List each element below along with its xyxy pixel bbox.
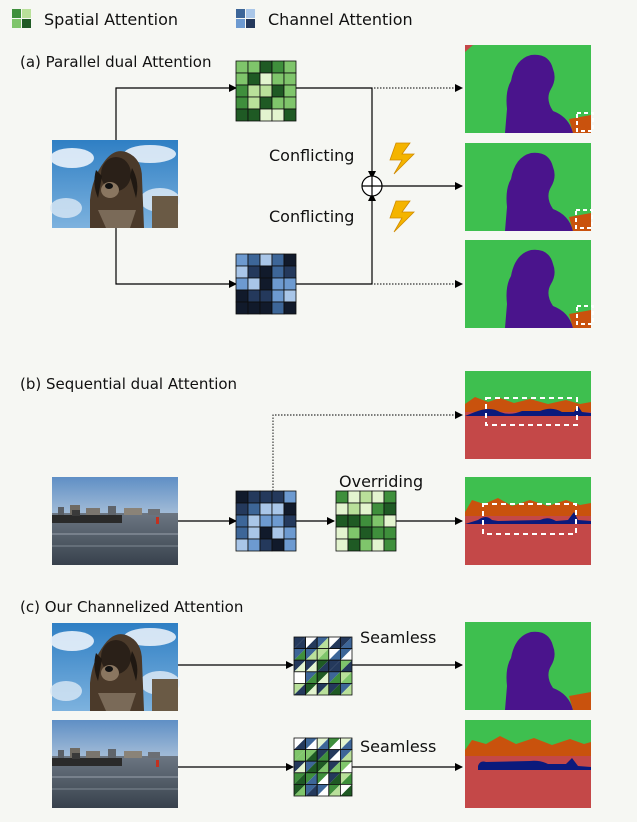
conflicting-label-bottom: Conflicting <box>269 207 354 226</box>
dog-input-photo-c <box>50 623 180 711</box>
section-b: (b) Sequential dual Attention Overriding <box>20 371 591 565</box>
harbor-input-photo-c <box>52 720 178 808</box>
lightning-icon-bottom <box>389 200 415 233</box>
seg-output-spatial <box>465 45 594 133</box>
seamless-label-bottom: Seamless <box>360 737 436 756</box>
seg-output-channel <box>465 240 594 328</box>
arrow-to-channel <box>115 228 237 288</box>
spatial-attention-grid <box>335 490 397 552</box>
channel-attention-grid <box>235 490 297 552</box>
spatial-legend-icon <box>12 9 31 28</box>
legend: Spatial Attention Channel Attention <box>12 9 413 29</box>
seg-output-channel-b <box>465 371 591 459</box>
section-b-title: (b) Sequential dual Attention <box>20 375 237 393</box>
lightning-icon-top <box>389 142 415 175</box>
channel-legend-icon <box>236 9 255 28</box>
spatial-legend-label: Spatial Attention <box>44 10 178 29</box>
seamless-label-top: Seamless <box>360 628 436 647</box>
section-c-title: (c) Our Channelized Attention <box>20 598 243 616</box>
overriding-label: Overriding <box>339 472 423 491</box>
seg-output-channelized-harbor <box>465 720 591 808</box>
channelized-attention-grid <box>293 636 353 696</box>
section-a-title: (a) Parallel dual Attention <box>20 53 211 71</box>
spatial-attention-grid <box>235 60 297 122</box>
harbor-input-photo <box>52 477 178 565</box>
arrow-to-spatial <box>115 84 237 140</box>
section-c: (c) Our Channelized Attention Seamless S… <box>20 598 591 808</box>
channel-legend-label: Channel Attention <box>268 10 413 29</box>
sum-operator-icon <box>361 175 383 197</box>
seg-output-parallel <box>465 143 593 231</box>
dotted-arrow-channel-output-b <box>272 411 463 491</box>
seg-output-channelized-dog <box>465 622 591 710</box>
dog-input-photo <box>50 140 180 228</box>
seg-output-sequential <box>465 477 591 565</box>
channelized-attention-grid <box>293 737 353 797</box>
conflicting-label-top: Conflicting <box>269 146 354 165</box>
section-a: (a) Parallel dual Attention Conflicting … <box>20 45 594 328</box>
channel-attention-grid <box>235 253 297 315</box>
